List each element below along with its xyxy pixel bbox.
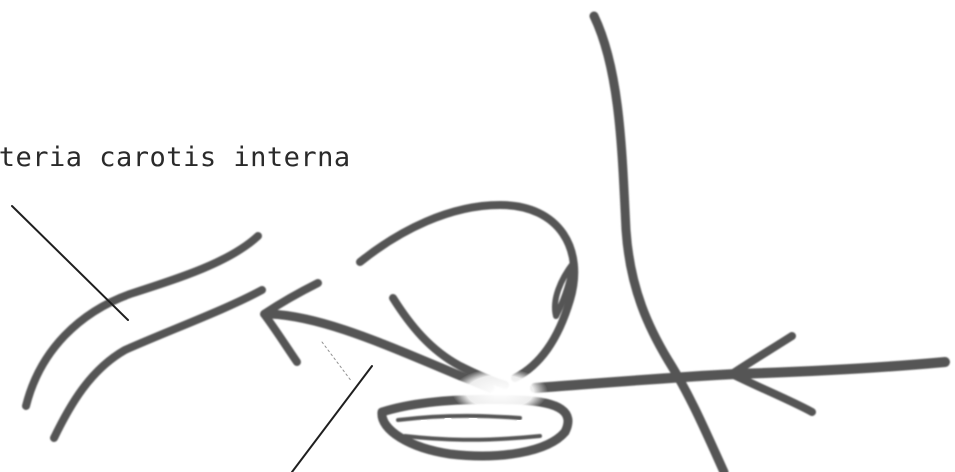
carotis-interna-label: rteria carotis interna (0, 142, 351, 173)
junction-highlight (452, 368, 548, 416)
capillary-marks (420, 418, 524, 434)
pointer-line-lower (292, 366, 372, 472)
outgoing-vessel (270, 314, 490, 388)
carotis-wall-lower (54, 290, 262, 438)
vertical-vessel (594, 16, 724, 472)
pointer-line-carotis (12, 206, 128, 320)
carotis-wall-upper (26, 236, 258, 406)
pointer-line-lower-faint (322, 342, 352, 382)
